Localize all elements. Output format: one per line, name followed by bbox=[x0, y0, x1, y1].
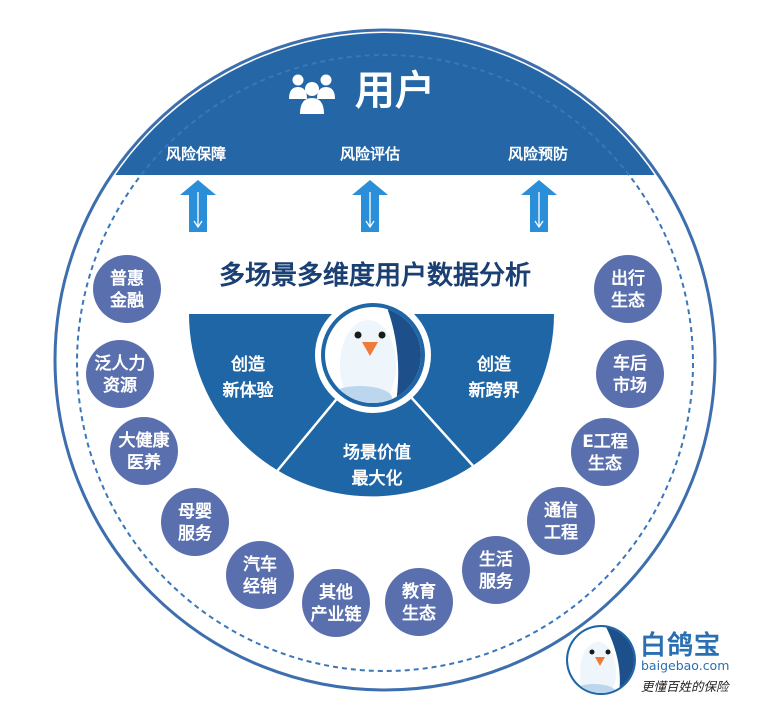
fan-bottom-line-0: 场景价值 bbox=[343, 442, 411, 463]
bubble-6: 教育 生态 bbox=[385, 568, 453, 636]
svg-text:汽车: 汽车 bbox=[243, 554, 277, 575]
svg-text:生态: 生态 bbox=[611, 290, 645, 311]
arrow-up-icon-1 bbox=[352, 180, 388, 232]
header-sub-1: 风险评估 bbox=[340, 145, 400, 163]
svg-text:出行: 出行 bbox=[611, 268, 645, 289]
svg-text:经销: 经销 bbox=[243, 576, 277, 597]
arrow-up-icon-2 bbox=[521, 180, 557, 232]
svg-text:其他: 其他 bbox=[319, 582, 353, 603]
outer-ring bbox=[53, 28, 717, 692]
svg-text:市场: 市场 bbox=[613, 375, 647, 396]
bubble-11: 出行 生态 bbox=[594, 255, 662, 323]
header-sub-2: 风险预防 bbox=[508, 145, 568, 163]
svg-text:教育: 教育 bbox=[401, 581, 436, 602]
header-sub-0: 风险保障 bbox=[166, 145, 226, 163]
svg-text:母婴: 母婴 bbox=[178, 502, 212, 522]
svg-text:产业链: 产业链 bbox=[311, 604, 363, 625]
logo-name: 白鸽宝 bbox=[640, 631, 722, 661]
bubble-4: 汽车 经销 bbox=[226, 541, 294, 609]
arrow-up-icon-0 bbox=[180, 180, 216, 232]
bubble-8: 通信 工程 bbox=[527, 487, 595, 555]
svg-text:生态: 生态 bbox=[588, 453, 622, 474]
bubble-9: E工程 生态 bbox=[571, 418, 639, 486]
fan-right-line-1: 新跨界 bbox=[469, 380, 520, 401]
logo-url: baigebao.com bbox=[641, 658, 730, 673]
svg-text:工程: 工程 bbox=[544, 523, 578, 543]
dashed-ring bbox=[76, 54, 694, 672]
svg-text:服务: 服务 bbox=[479, 571, 514, 592]
bubble-0: 普惠 金融 bbox=[93, 255, 161, 323]
center-headline: 多场景多维度用户数据分析 bbox=[219, 260, 531, 291]
bubble-2: 大健康 医养 bbox=[110, 417, 178, 485]
svg-text:大健康: 大健康 bbox=[119, 430, 171, 451]
fan-right-line-0: 创造 bbox=[476, 354, 512, 375]
bubble-7: 生活 服务 bbox=[462, 536, 530, 604]
bubble-3: 母婴 服务 bbox=[161, 488, 229, 556]
svg-text:通信: 通信 bbox=[544, 500, 578, 521]
svg-text:车后: 车后 bbox=[613, 353, 647, 374]
users-icon bbox=[289, 74, 335, 114]
svg-text:泛人力: 泛人力 bbox=[95, 353, 146, 374]
svg-text:服务: 服务 bbox=[178, 523, 213, 544]
header-title: 用户 bbox=[355, 68, 435, 114]
fan-left-line-0: 创造 bbox=[230, 354, 266, 375]
logo-mascot-icon bbox=[566, 625, 636, 695]
bubble-1: 泛人力 资源 bbox=[86, 340, 154, 408]
fan-bottom-line-1: 最大化 bbox=[352, 468, 403, 489]
bubble-10: 车后 市场 bbox=[596, 340, 664, 408]
logo-slogan: 更懂百姓的保险 bbox=[641, 679, 729, 694]
bubble-5: 其他 产业链 bbox=[302, 569, 370, 637]
svg-text:E工程: E工程 bbox=[582, 432, 628, 452]
svg-text:生活: 生活 bbox=[479, 549, 513, 570]
svg-text:金融: 金融 bbox=[109, 290, 144, 311]
svg-text:普惠: 普惠 bbox=[110, 268, 144, 289]
svg-text:资源: 资源 bbox=[103, 375, 137, 396]
svg-text:生态: 生态 bbox=[402, 603, 436, 624]
svg-text:医养: 医养 bbox=[127, 452, 162, 473]
fan-left-line-1: 新体验 bbox=[223, 380, 275, 401]
